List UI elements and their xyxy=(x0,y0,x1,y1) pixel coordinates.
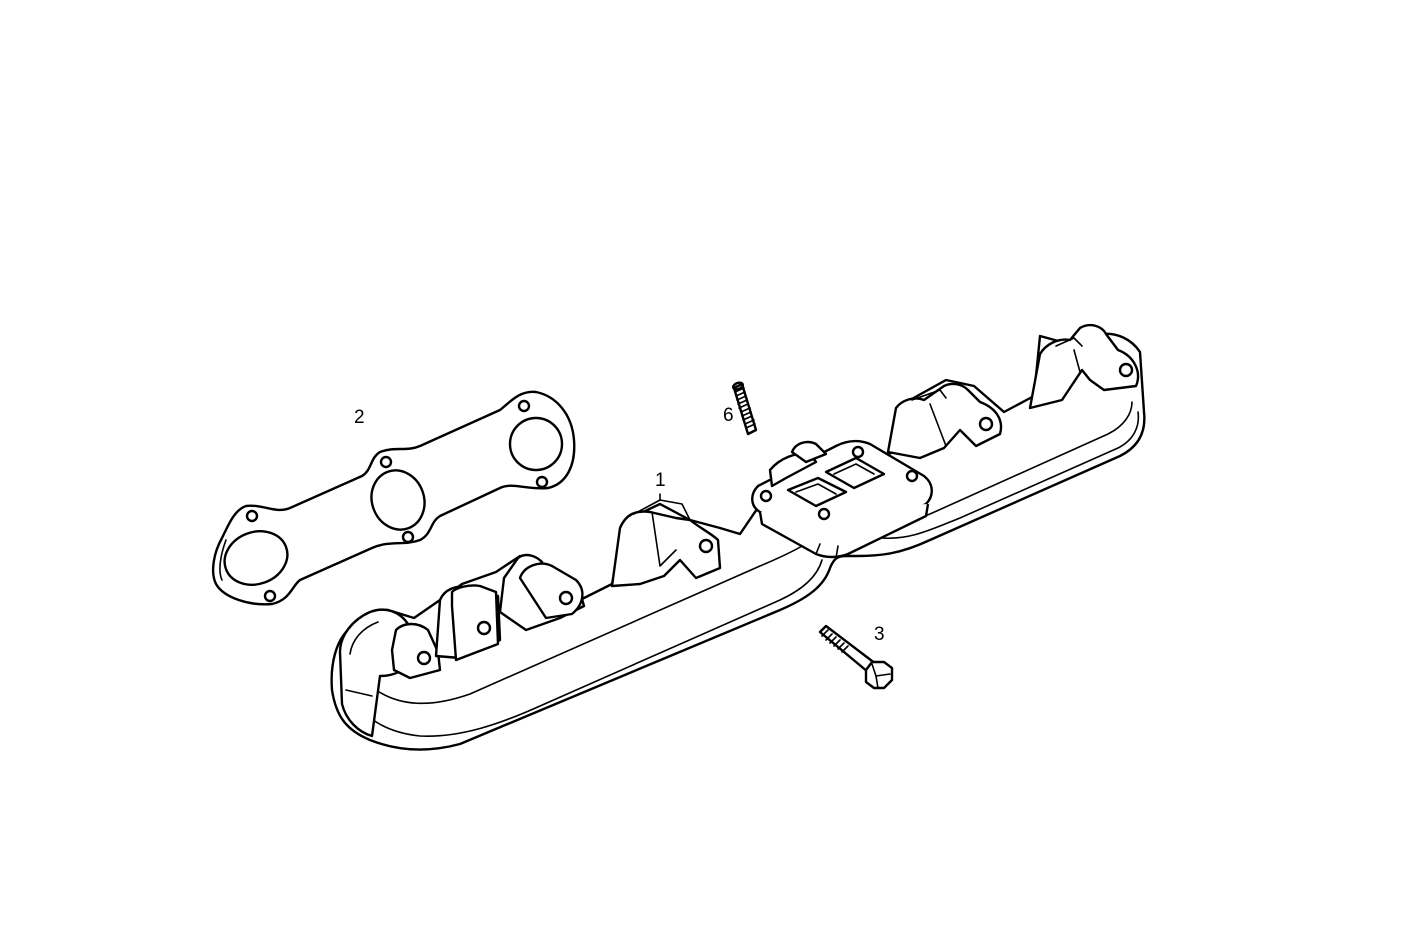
bolt xyxy=(818,624,894,690)
exhaust-gasket xyxy=(211,390,576,606)
stud xyxy=(731,381,758,436)
exhaust-manifold xyxy=(330,323,1146,751)
callout-label-manifold: 1 xyxy=(655,470,666,491)
callout-label-bolt: 3 xyxy=(874,624,885,645)
callout-label-gasket: 2 xyxy=(354,407,365,428)
callout-label-stud: 6 xyxy=(723,405,734,426)
